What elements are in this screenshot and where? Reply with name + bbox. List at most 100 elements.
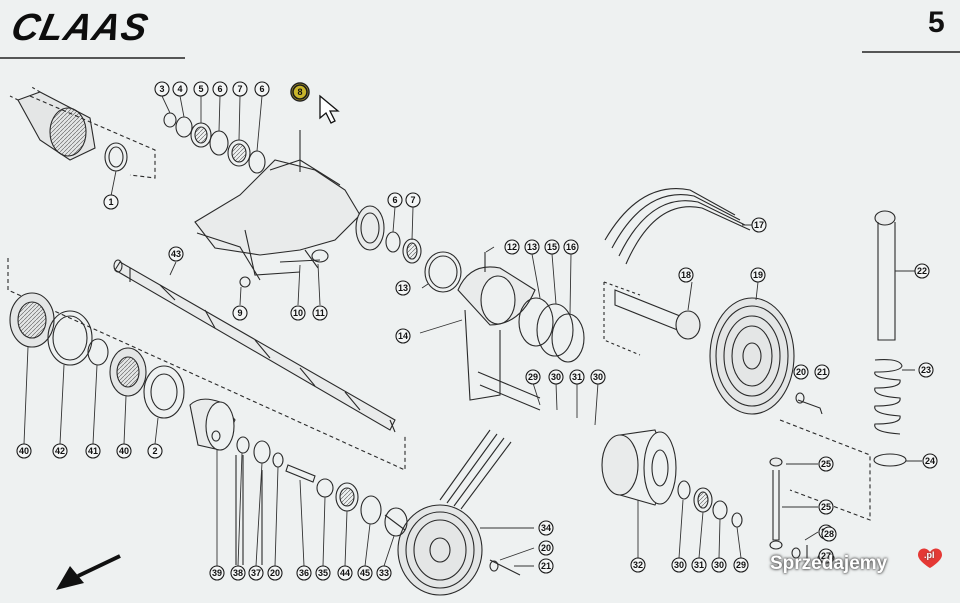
callout-23: 23 [918, 362, 934, 378]
callout-label: 30 [551, 372, 561, 382]
watermark-heart-icon [918, 548, 942, 568]
bearing-rings-top [163, 112, 266, 174]
callout-label: 40 [119, 446, 129, 456]
callout-label: 4 [177, 84, 182, 94]
callout-label: 35 [318, 568, 328, 578]
callout-circle [914, 263, 930, 279]
callout-label: 18 [681, 270, 691, 280]
callout-circle [315, 565, 331, 581]
brand-logo-text: CLAAS [7, 7, 153, 49]
callout-circle [569, 369, 585, 385]
callout-7: 7 [405, 192, 421, 208]
watermark-suffix: .pl [924, 550, 935, 560]
callout-circle [212, 81, 228, 97]
callout-label: 42 [55, 446, 65, 456]
callout-circle [290, 305, 306, 321]
bearing-stack-left [7, 258, 406, 471]
callout-31: 31 [569, 369, 585, 385]
callout-circle [267, 565, 283, 581]
callout-circle [248, 565, 264, 581]
callout-label: 32 [633, 560, 643, 570]
callout-5: 5 [193, 81, 209, 97]
callout-circle [563, 239, 579, 255]
callout-label: 28 [824, 529, 834, 539]
callout-circle [538, 520, 554, 536]
callout-24: 24 [922, 453, 938, 469]
callout-label: 30 [714, 560, 724, 570]
callout-circle [387, 192, 403, 208]
callout-44: 44 [337, 565, 353, 581]
callout-circle [292, 84, 308, 100]
callout-circle [357, 565, 373, 581]
callout-circle [691, 557, 707, 573]
callout-circle [818, 499, 834, 515]
callout-label: 7 [410, 195, 415, 205]
callout-label: 13 [527, 242, 537, 252]
idler-roller [601, 429, 743, 528]
callout-label: 12 [507, 242, 517, 252]
callout-40: 40 [16, 443, 32, 459]
callout-circle [814, 364, 830, 380]
belt-set-lower [439, 429, 512, 510]
main-bracket-arm [194, 82, 385, 288]
callout-circle [312, 305, 328, 321]
pulley-right-upper [603, 281, 823, 415]
callout-30: 30 [671, 557, 687, 573]
brand-logo: CLAAS [8, 6, 172, 50]
callout-label: 6 [217, 84, 222, 94]
callout-6: 6 [387, 192, 403, 208]
callout-circle [918, 362, 934, 378]
callout-13: 13 [524, 239, 540, 255]
callout-label: 1 [108, 197, 113, 207]
callout-circle [147, 443, 163, 459]
callout-28: 28 [821, 526, 837, 542]
callout-label: 24 [925, 456, 935, 466]
callout-label: 15 [547, 242, 557, 252]
callout-34: 34 [538, 520, 554, 536]
callout-label: 29 [528, 372, 538, 382]
callout-label: 43 [171, 249, 181, 259]
callout-label: 7 [237, 84, 242, 94]
callout-40: 40 [116, 443, 132, 459]
callout-25: 25 [818, 499, 834, 515]
callout-circle [750, 267, 766, 283]
callout-label: 34 [541, 523, 551, 533]
callout-circle [544, 239, 560, 255]
callout-circle [103, 194, 119, 210]
callout-16: 16 [563, 239, 579, 255]
callout-circle [821, 526, 837, 542]
callout-label: 3 [159, 84, 164, 94]
callout-label: 10 [293, 308, 303, 318]
callout-circle [818, 456, 834, 472]
callout-1: 1 [103, 194, 119, 210]
callout-circle [154, 81, 170, 97]
callout-circle [524, 239, 540, 255]
callout-label: 36 [299, 568, 309, 578]
callout-label: 39 [212, 568, 222, 578]
callout-label: 2 [152, 446, 157, 456]
callout-30: 30 [548, 369, 564, 385]
callout-29: 29 [525, 369, 541, 385]
callout-label: 31 [694, 560, 704, 570]
direction-arrow-icon [56, 554, 121, 590]
callout-label: 27 [821, 551, 831, 561]
callout-label: 22 [917, 266, 927, 276]
callout-37: 37 [248, 565, 264, 581]
callout-label: 30 [674, 560, 684, 570]
callout-circle [395, 328, 411, 344]
callout-41: 41 [85, 443, 101, 459]
callout-label: 16 [566, 242, 576, 252]
callout-circle [922, 453, 938, 469]
callout-2: 2 [147, 443, 163, 459]
callout-label: 30 [593, 372, 603, 382]
callout-circle [296, 565, 312, 581]
callout-20: 20 [538, 540, 554, 556]
callout-circle [405, 192, 421, 208]
callout-38: 38 [230, 565, 246, 581]
callout-label: 14 [398, 331, 408, 341]
callout-label: 21 [541, 561, 551, 571]
watermark-text: Sprzedajemy [770, 553, 888, 574]
callout-circle [232, 305, 248, 321]
